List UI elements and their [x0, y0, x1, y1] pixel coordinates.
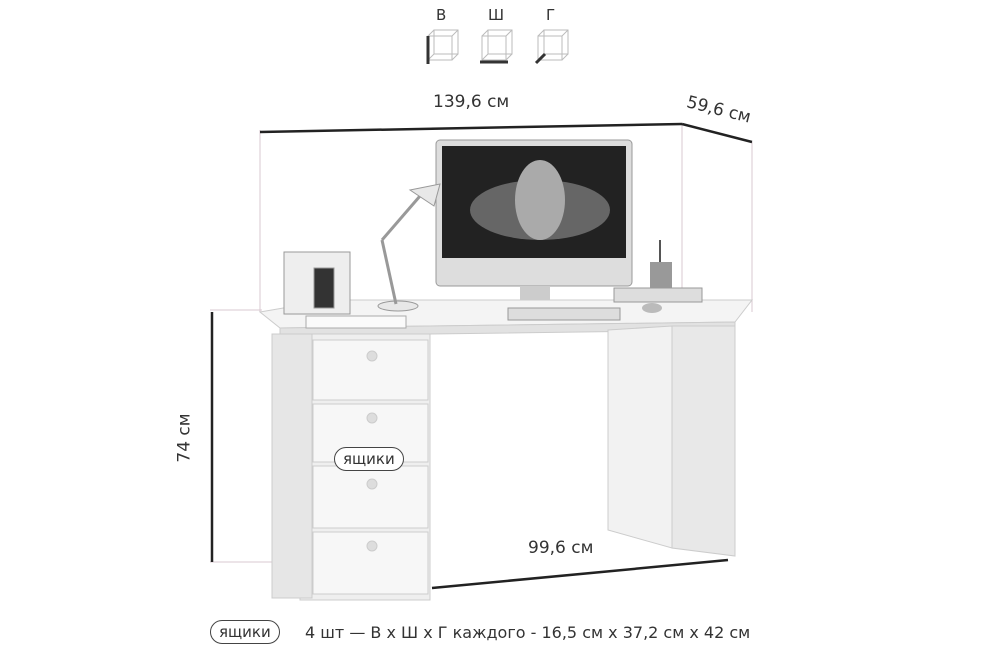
drawers-badge: ящики: [334, 447, 404, 471]
cube-width-icon: [480, 29, 513, 64]
cube-icons: [426, 29, 569, 65]
width-dimension-label: 139,6 см: [433, 92, 510, 112]
lamp: [377, 183, 441, 312]
height-dimension-label: 74 см: [174, 413, 195, 463]
pencil-cup: [650, 240, 672, 288]
axis-label-width: Ш: [488, 6, 505, 24]
cube-depth-icon: [534, 29, 569, 65]
cube-height-icon: [426, 29, 459, 64]
footer-drawers-badge: ящики: [210, 620, 280, 644]
footer-drawer-specs: 4 шт — В х Ш х Г каждого - 16,5 см х 37,…: [305, 623, 751, 642]
notebook: [305, 315, 407, 329]
legroom-dimension-line: [431, 558, 729, 590]
depth-dimension-line: [681, 122, 753, 144]
axis-label-depth: Г: [546, 6, 556, 24]
mouse: [642, 303, 662, 313]
legroom-dimension-label: 99,6 см: [528, 538, 594, 558]
axis-label-height: В: [436, 6, 447, 24]
organizer: [283, 251, 351, 315]
desk: [258, 299, 754, 601]
books: [613, 287, 703, 303]
monitor: [435, 139, 633, 321]
width-dimension-line: [259, 122, 683, 134]
